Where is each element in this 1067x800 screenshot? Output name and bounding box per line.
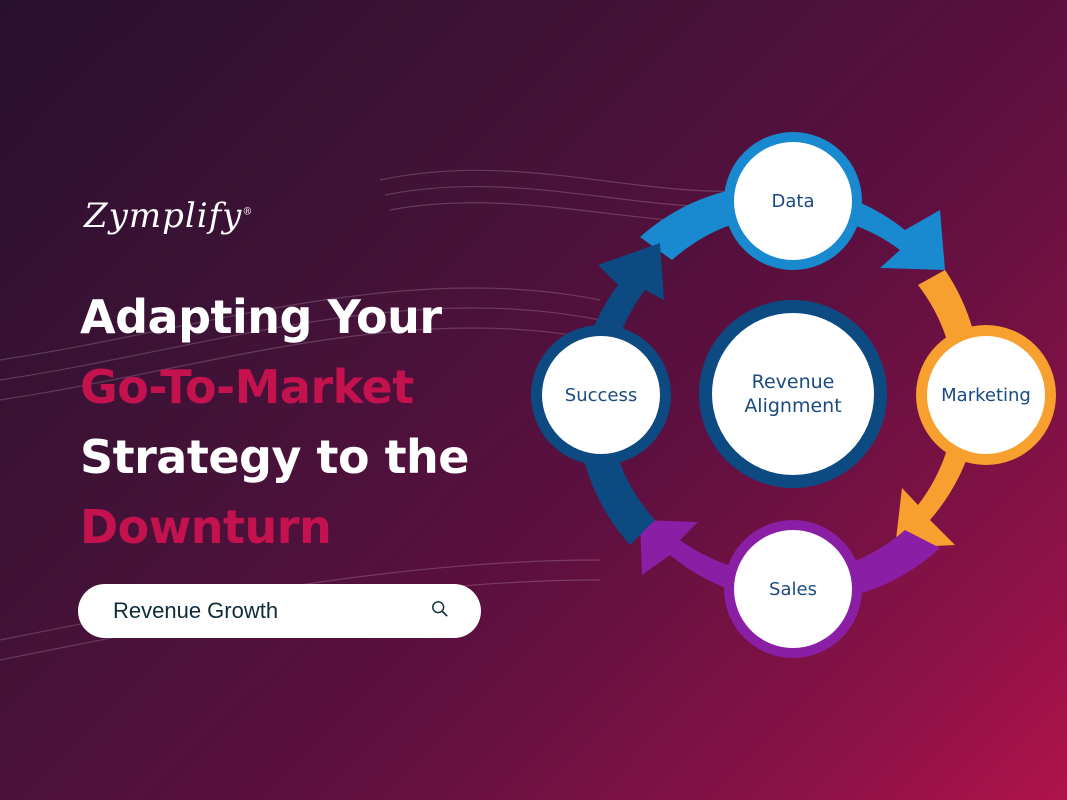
- node-label: Sales: [769, 578, 817, 600]
- search-input[interactable]: Revenue Growth: [113, 598, 279, 623]
- headline-line-2: Go-To-Market: [80, 360, 414, 414]
- search-bar[interactable]: Revenue Growth: [78, 584, 481, 638]
- headline-line-4: Downturn: [80, 500, 332, 554]
- arrow-sales-to-success: [640, 520, 940, 603]
- arrow-data-to-marketing: [640, 184, 945, 270]
- node-label: Success: [564, 384, 638, 406]
- node-marketing-label: Marketing: [927, 336, 1045, 454]
- zymplify-logo: Zymplify®: [84, 196, 253, 236]
- node-label: Data: [771, 190, 815, 212]
- headline-line-3: Strategy to the: [80, 430, 470, 484]
- registered-mark: ®: [242, 206, 254, 218]
- headline-line-1: Adapting Your: [80, 290, 442, 344]
- headline: Adapting Your Go-To-Market Strategy to t…: [80, 282, 470, 562]
- node-success-label: Success: [542, 336, 660, 454]
- node-data-label: Data: [734, 142, 852, 260]
- search-icon[interactable]: [431, 600, 449, 622]
- center-label-line-2: Alignment: [744, 395, 842, 417]
- node-sales-label: Sales: [734, 530, 852, 648]
- arrow-success-to-data: [577, 243, 664, 545]
- center-node: Revenue Alignment: [712, 313, 874, 475]
- node-label: Marketing: [941, 384, 1031, 406]
- logo-text: Zymplify: [84, 196, 243, 236]
- center-label-line-1: Revenue: [751, 371, 835, 393]
